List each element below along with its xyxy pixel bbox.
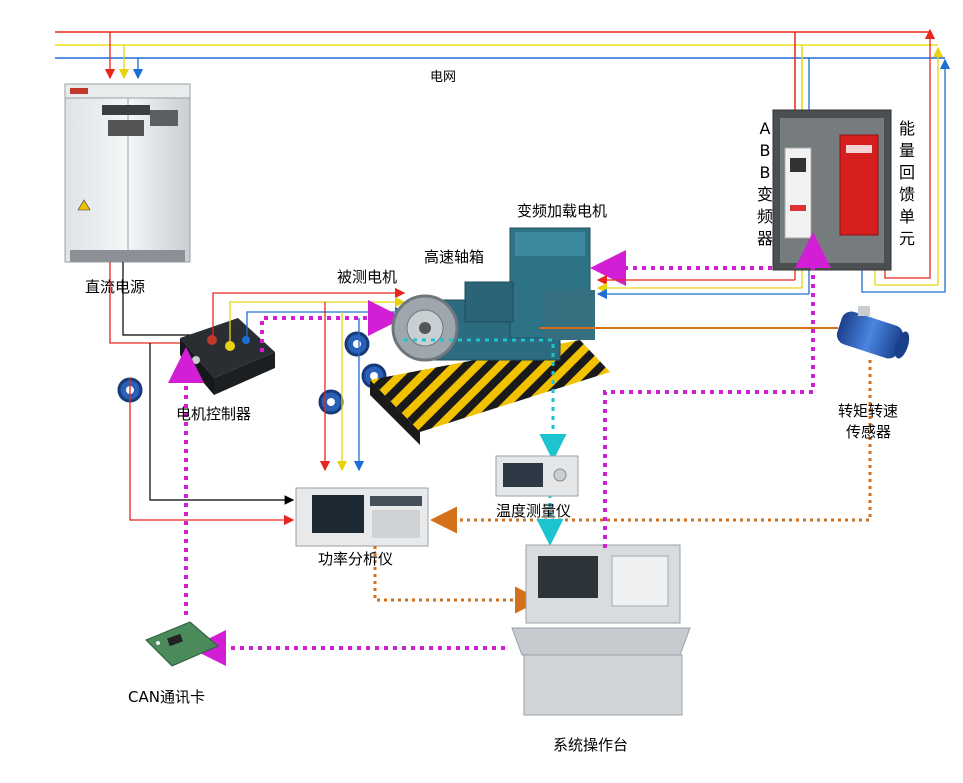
label-console: 系统操作台 (553, 736, 629, 754)
label-abb-vfd: ABB变频器 (756, 119, 773, 248)
label-regen-unit: 能量回馈单元 (898, 119, 915, 248)
dc-cabinet-icon (64, 83, 191, 263)
label-dc-supply: 直流电源 (85, 278, 146, 296)
power-analyzer-icon (295, 487, 429, 547)
label-gearbox: 高速轴箱 (424, 248, 485, 266)
label-temp-meter: 温度测量仪 (496, 502, 572, 520)
test-bench-icon (370, 227, 610, 445)
label-torque-sensor-2: 传感器 (846, 423, 892, 441)
label-motor-controller: 电机控制器 (176, 405, 252, 423)
label-can-card: CAN通讯卡 (128, 688, 205, 706)
label-load-motor: 变频加载电机 (517, 202, 608, 220)
torque-sensor-icon (836, 306, 910, 359)
vfd-cabinet-icon (772, 109, 892, 271)
label-grid: 电网 (430, 70, 457, 85)
can-card-icon (145, 621, 219, 667)
label-motor-under-test: 被测电机 (337, 268, 398, 286)
temp-meter-icon (495, 455, 579, 497)
label-torque-sensor-1: 转矩转速 (838, 402, 899, 420)
console-icon (511, 544, 691, 716)
grid-bus (55, 31, 945, 59)
motor-controller-icon (180, 318, 275, 395)
label-power-analyzer: 功率分析仪 (318, 550, 394, 568)
